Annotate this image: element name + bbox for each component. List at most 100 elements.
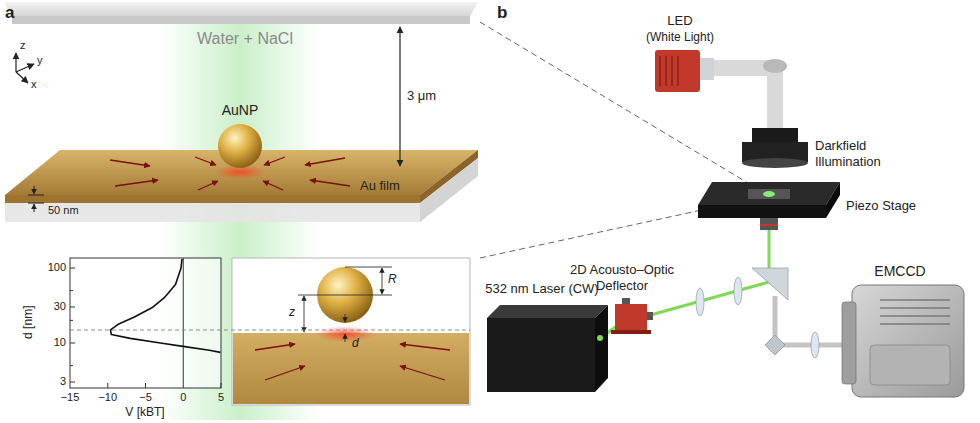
potential-plot (70, 343, 75, 344)
laser-body (487, 318, 595, 392)
emccd-camera (880, 299, 950, 301)
emccd-camera (880, 315, 950, 317)
gap-dimension (399, 27, 400, 166)
darkfield-condenser (752, 128, 798, 142)
potential-plot (111, 259, 221, 352)
plasmon-arrows (110, 160, 150, 166)
emccd-camera (870, 345, 950, 385)
potential-plot (183, 258, 184, 388)
potential-plot (70, 382, 75, 383)
potential-plot (70, 290, 73, 291)
darkfield-condenser (742, 128, 808, 168)
axis-letter: y (37, 54, 43, 67)
axis-title: V [kBT] (100, 405, 190, 419)
gap-inset (400, 366, 445, 380)
gold-film (5, 195, 420, 203)
gap-inset (315, 326, 375, 342)
component-label: Darkfield Illumination (815, 138, 905, 169)
piezo-stage (698, 182, 840, 205)
potential-plot (221, 383, 222, 388)
gold-nanoparticle (218, 124, 262, 168)
led-source (671, 56, 673, 86)
led-source (665, 56, 667, 86)
laser-body (487, 305, 608, 318)
axis-title: d [nm] (21, 297, 35, 347)
plasmon-arrows (263, 181, 283, 190)
gap-inset (265, 366, 305, 380)
tick-label: −5 (128, 391, 164, 404)
gap-inset (345, 334, 346, 342)
potential-plot (70, 258, 221, 388)
laser-body (595, 305, 608, 392)
led-source (660, 56, 678, 86)
led-source (655, 50, 700, 92)
axes-icon (15, 53, 16, 72)
led-source (700, 58, 714, 80)
plasmon-arrows (198, 181, 218, 190)
laser-beam (647, 282, 769, 316)
component-label: 532 nm Laser (CW) (462, 281, 622, 297)
gap-inset (345, 314, 346, 322)
component-label: LED (645, 13, 715, 29)
gap-inset (255, 344, 295, 350)
thickness-marker (34, 204, 35, 212)
potential-plot (70, 268, 221, 388)
piezo-stage (748, 189, 790, 199)
acousto-optic-deflector (611, 330, 651, 334)
acousto-optic-deflector (611, 298, 653, 334)
panel-letter: a (5, 3, 14, 23)
tick-label: 3 (36, 375, 66, 388)
particle-label: AuNP (205, 102, 275, 119)
led-source (677, 56, 679, 86)
gap-inset (400, 344, 450, 350)
gap-inset (304, 296, 305, 332)
component-label: (White Light) (630, 30, 730, 44)
optics (696, 268, 819, 358)
gap-dimension (399, 27, 400, 166)
led-source (763, 59, 787, 73)
gap-inset (232, 258, 470, 405)
gap-inset (233, 333, 469, 404)
acousto-optic-deflector (622, 298, 630, 304)
axis-letter: x (31, 78, 37, 91)
piezo-stage (698, 182, 840, 230)
zoom-lines (480, 22, 748, 258)
gold-nanoparticle (218, 124, 262, 168)
laser-body (487, 305, 608, 392)
thickness-marker (28, 195, 44, 196)
optics (752, 268, 788, 300)
component-label: Piezo Stage (846, 198, 916, 214)
tick-label: −10 (90, 391, 126, 404)
piezo-stage (763, 191, 775, 197)
gold-film (5, 203, 420, 222)
top-cover-glass (12, 16, 470, 24)
dimension-label: 50 nm (48, 204, 79, 217)
thickness-marker (34, 186, 35, 194)
tick-label: 0 (165, 391, 201, 404)
gap-inset (382, 268, 383, 294)
potential-plot (70, 320, 73, 321)
emccd-camera (842, 302, 856, 384)
axes-icon (16, 72, 28, 83)
led-source (767, 66, 783, 130)
emccd-camera (880, 300, 950, 324)
thickness-marker (28, 203, 44, 204)
darkfield-condenser (742, 158, 808, 168)
emccd-camera (842, 285, 964, 397)
plasmon-arrows (195, 157, 216, 165)
emccd-camera (880, 323, 950, 325)
potential-plot (70, 268, 75, 269)
potential-plot (70, 365, 73, 366)
led-source (655, 50, 787, 130)
optics (811, 332, 819, 358)
plasmon-arrows (264, 157, 285, 165)
dimension-label: d (352, 336, 359, 350)
tick-label: 10 (36, 336, 66, 349)
dimension-label: z (289, 305, 295, 319)
tick-label: 5 (203, 391, 239, 404)
acousto-optic-deflector (615, 304, 647, 330)
gap-inset (298, 267, 392, 342)
potential-plot (145, 383, 146, 388)
laser-body (597, 335, 603, 341)
